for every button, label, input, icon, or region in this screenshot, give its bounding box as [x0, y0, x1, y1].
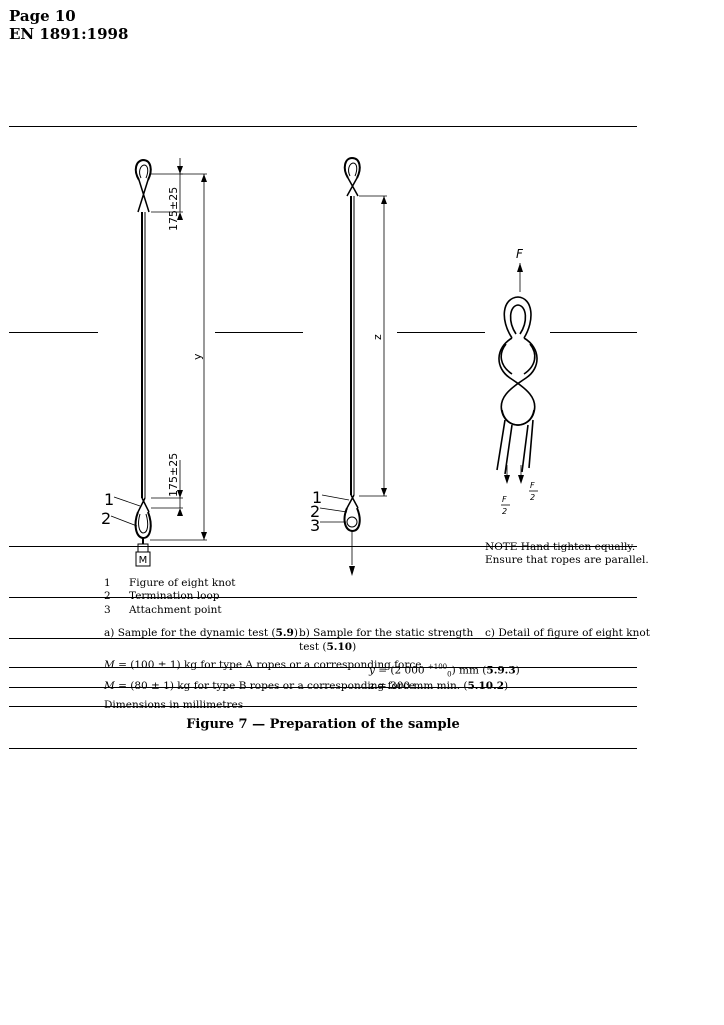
knot-detail	[496, 263, 538, 480]
mass-label: M	[139, 555, 148, 566]
dim-175-top: 175±25	[167, 187, 180, 231]
callout-b-1: 1	[312, 488, 322, 507]
bottom-rule	[9, 748, 637, 749]
label-F-half-right-num: F	[530, 481, 535, 490]
caption-b-line2: test (5.10)	[299, 641, 357, 653]
formula-rule-2	[9, 687, 637, 688]
figure-baseline	[9, 546, 637, 547]
label-F-half-left-num: F	[502, 495, 507, 504]
connector-line-4	[550, 332, 637, 333]
callout-b-3: 3	[310, 516, 320, 535]
dimensions-note: Dimensions in millimetres	[104, 699, 244, 711]
connector-line-3	[397, 332, 485, 333]
note-line-2: Ensure that ropes are parallel.	[485, 554, 649, 566]
dim-y-label: y	[191, 353, 204, 360]
connector-line-1	[9, 332, 98, 333]
caption-b-line1: b) Sample for the static strength	[299, 627, 474, 639]
rope-b	[343, 156, 361, 565]
legend-text-1: Figure of eight knot	[129, 577, 236, 589]
legend-num-1: 1	[104, 577, 111, 589]
legend-rule	[9, 597, 637, 598]
caption-rule	[9, 638, 637, 639]
top-rule	[9, 126, 637, 127]
label-F-half-right-den: 2	[530, 493, 535, 502]
caption-a: a) Sample for the dynamic test (5.9)	[104, 627, 298, 639]
formula-rule-1	[9, 667, 637, 668]
label-F-half-left-den: 2	[502, 507, 507, 516]
rope-a	[134, 158, 152, 567]
formula-y: y = (2 000 +1000) mm (5.9.3)	[369, 663, 520, 679]
legend-text-3: Attachment point	[129, 604, 222, 616]
legend-num-2: 2	[104, 590, 111, 602]
formula-m-type-b: M = (80 ± 1) kg for type B ropes or a co…	[104, 680, 415, 692]
connector-line-2	[215, 332, 303, 333]
page-number: Page 10	[9, 7, 76, 25]
formula-rule-3	[9, 706, 637, 707]
legend-text-2: Termination loop	[129, 590, 220, 602]
callout-a-1: 1	[104, 490, 114, 509]
dim-175-bottom: 175±25	[167, 453, 180, 497]
formula-m-type-a: M = (100 ± 1) kg for type A ropes or a c…	[104, 659, 422, 671]
formula-z: z = 300 mm min. (5.10.2)	[369, 680, 509, 692]
dim-z-label: z	[371, 334, 384, 340]
callout-b-2: 2	[310, 502, 320, 521]
standard-number: EN 1891:1998	[9, 25, 129, 43]
legend-num-3: 3	[104, 604, 111, 616]
note-line-1: NOTE Hand tighten equally.	[485, 541, 636, 553]
figure-drawing: 175±25 175±25 y M 1 2 z 1 2 3	[101, 156, 538, 576]
callout-a-2: 2	[101, 509, 111, 528]
label-F: F	[516, 247, 524, 261]
caption-c: c) Detail of figure of eight knot	[485, 627, 650, 639]
figure-title: Figure 7 — Preparation of the sample	[186, 717, 460, 732]
